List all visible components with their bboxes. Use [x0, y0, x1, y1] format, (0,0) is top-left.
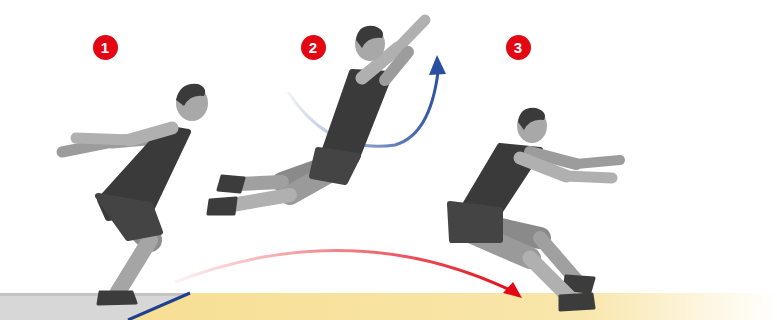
shin-near [232, 195, 290, 205]
athlete-takeoff [62, 84, 208, 304]
forearm-near [76, 138, 130, 140]
circle-fill [301, 35, 326, 60]
callout-circle: 2 [301, 35, 326, 60]
callout-circle: 3 [506, 35, 531, 60]
hair [356, 26, 383, 48]
singlet [322, 72, 390, 160]
trajectory-line [175, 250, 510, 290]
circle-fill [506, 35, 531, 60]
callout-circle: 1 [93, 35, 118, 60]
shoe [218, 176, 244, 192]
sand-pit [0, 293, 777, 320]
forearm-near [566, 176, 612, 178]
callout-number: 1 [101, 40, 109, 55]
shoe [208, 198, 236, 214]
shin [118, 240, 150, 292]
ground [0, 293, 777, 320]
forearm [398, 20, 425, 48]
arm-near [520, 158, 566, 176]
arm-far [385, 52, 408, 80]
shoe [560, 294, 594, 310]
callout-number: 3 [514, 40, 522, 55]
athlete-flight [208, 20, 425, 214]
shoe [98, 292, 136, 304]
shorts [312, 150, 358, 182]
shin-back [238, 182, 282, 184]
flight-arrow [175, 250, 522, 298]
takeoff-line [128, 293, 190, 320]
hair [518, 108, 545, 130]
shorts [450, 204, 500, 240]
callout-number: 2 [309, 40, 317, 55]
shin-near [530, 258, 572, 300]
runway-edge [0, 293, 190, 296]
arm-near [130, 128, 172, 140]
arrow-head [503, 282, 522, 298]
forearm-far [576, 160, 620, 164]
circle-fill [93, 35, 118, 60]
athlete-landing [450, 108, 620, 310]
shorts [98, 196, 160, 238]
hair [176, 84, 205, 106]
runway [0, 293, 190, 320]
arrow-head [429, 55, 446, 75]
